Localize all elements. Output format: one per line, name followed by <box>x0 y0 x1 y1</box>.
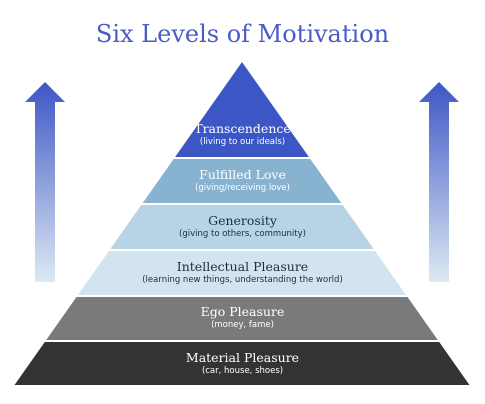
pyramid-level-band <box>46 297 438 340</box>
level-name: Generosity <box>208 213 277 228</box>
level-name: Material Pleasure <box>185 350 300 365</box>
level-material-pleasure-label: Material Pleasure (car, house, shoes) <box>0 350 485 377</box>
level-generosity-label: Generosity (giving to others, community) <box>0 213 485 240</box>
level-name: Ego Pleasure <box>200 304 285 319</box>
level-subtitle: (learning new things, understanding the … <box>142 275 343 285</box>
up-arrow-icon <box>419 82 459 282</box>
level-transcendence-label: Transcendence (living to our ideals) <box>0 121 485 148</box>
pyramid-level-band <box>110 205 374 249</box>
level-subtitle: (money, fame) <box>211 320 274 330</box>
pyramid-level-band <box>77 251 407 295</box>
level-fulfilled-love-label: Fulfilled Love (giving/receiving love) <box>0 167 485 194</box>
diagram-title: Six Levels of Motivation <box>95 20 390 48</box>
level-name: Transcendence <box>194 121 291 136</box>
pyramid-level-band <box>14 342 470 385</box>
up-arrow-icon <box>25 82 65 282</box>
level-subtitle: (living to our ideals) <box>199 137 286 147</box>
level-name: Intellectual Pleasure <box>176 259 309 274</box>
level-intellectual-pleasure-label: Intellectual Pleasure (learning new thin… <box>0 259 485 286</box>
level-name: Fulfilled Love <box>199 167 286 182</box>
level-subtitle: (giving/receiving love) <box>195 183 290 193</box>
level-subtitle: (giving to others, community) <box>179 229 306 239</box>
pyramid-level-band <box>142 159 342 203</box>
level-ego-pleasure-label: Ego Pleasure (money, fame) <box>0 304 485 331</box>
level-subtitle: (car, house, shoes) <box>201 366 284 376</box>
pyramid-level-band <box>175 62 309 157</box>
